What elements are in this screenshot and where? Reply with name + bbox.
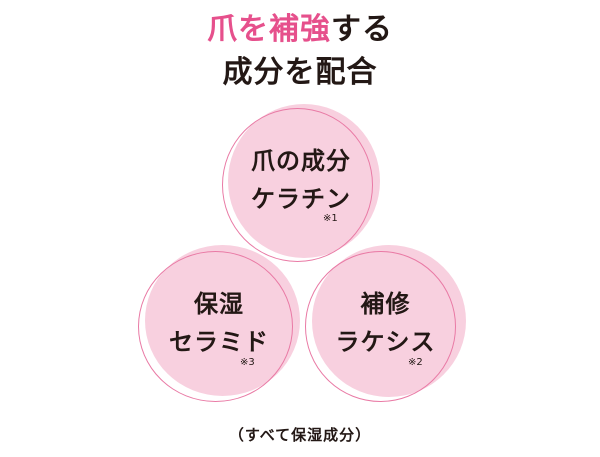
headline-accent: 爪を補強 [207, 12, 331, 47]
ingredient-label: 保湿 セラミド [138, 285, 300, 361]
circle-outline [222, 108, 373, 262]
ingredient-role: 補修 [360, 290, 411, 318]
headline-rest: する [331, 12, 393, 47]
ingredient-role: 保湿 [194, 290, 244, 318]
footnote-marker: ※1 [323, 213, 338, 224]
footer-note: （すべて保湿成分） [228, 426, 372, 444]
ingredient-role: 爪の成分 [251, 147, 351, 175]
ingredient-name: ラケシス [335, 328, 436, 356]
circle-outline [138, 251, 293, 402]
footnote-marker: ※2 [408, 357, 423, 368]
ingredient-label: 爪の成分 ケラチン [222, 142, 380, 218]
footnote-marker: ※3 [240, 357, 255, 368]
ingredient-label: 補修 ラケシス [305, 285, 466, 361]
headline-line-2: 成分を配合 [222, 55, 378, 90]
ingredient-name: セラミド [169, 328, 269, 356]
circle-outline [305, 251, 456, 402]
ingredient-name: ケラチン [251, 185, 351, 213]
headline-line-1: 爪を補強する [0, 15, 600, 45]
